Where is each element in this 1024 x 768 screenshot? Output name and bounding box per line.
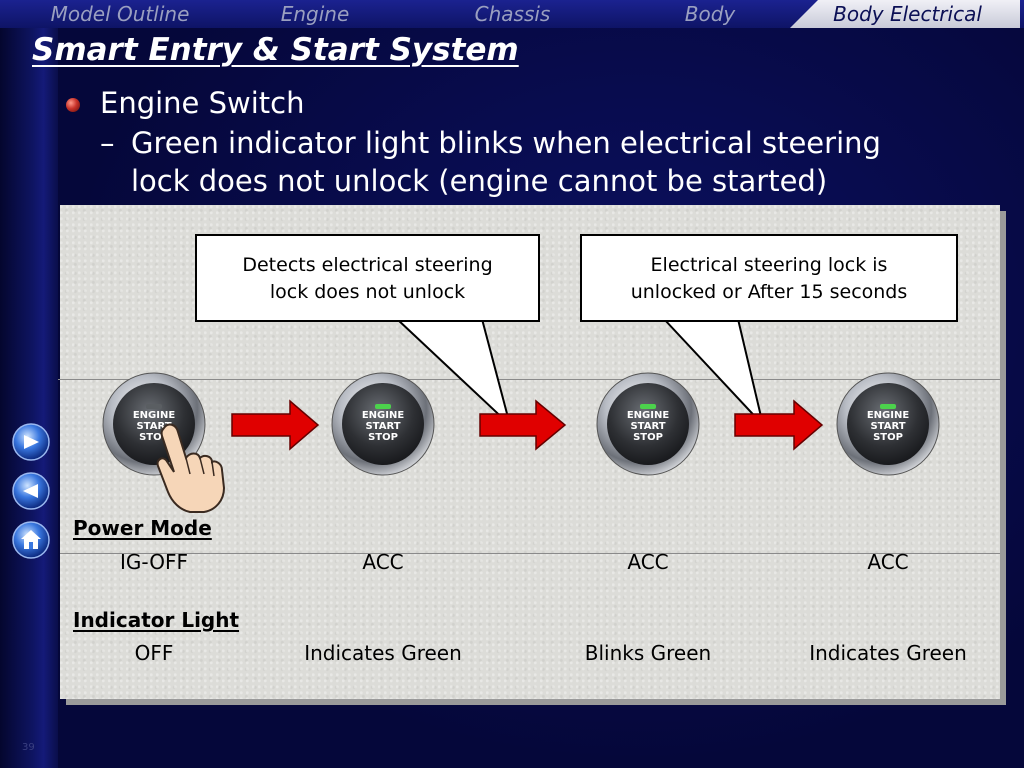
slide-title: Smart Entry & Start System — [32, 32, 519, 68]
indicator-light-value-1: OFF — [134, 641, 174, 665]
button-2-text-engine: ENGINE — [361, 410, 405, 421]
button-1-text-engine: ENGINE — [132, 410, 176, 421]
arrows — [231, 399, 824, 451]
sub-bullet-line-2: lock does not unlock (engine cannot be s… — [131, 164, 828, 198]
callout-left-line-1: Detects electrical steering — [242, 254, 493, 276]
indicator-green-icon — [375, 404, 391, 409]
engine-switch-button-4: ENGINE START STOP — [836, 372, 940, 476]
indicator-light-label: Indicator Light — [73, 608, 240, 632]
power-mode-value-3: ACC — [627, 550, 669, 574]
indicator-light-value-2: Indicates Green — [304, 641, 462, 665]
button-3-text-start: START — [630, 421, 666, 432]
indicator-green-icon — [880, 404, 896, 409]
callout-right-line-1: Electrical steering lock is — [650, 254, 888, 276]
button-2-text-start: START — [365, 421, 401, 432]
callout-right-line-2: unlocked or After 15 seconds — [630, 281, 908, 303]
power-mode-value-1: IG-OFF — [120, 550, 188, 574]
bullet-engine-switch: Engine Switch — [100, 86, 305, 120]
nav-body-electrical[interactable]: Body Electrical — [833, 2, 982, 26]
button-1-text-start: START — [136, 421, 172, 432]
indicator-green-icon — [640, 404, 656, 409]
arrow-right-icon — [734, 399, 824, 451]
power-mode-value-4: ACC — [867, 550, 909, 574]
button-3-text-stop: STOP — [633, 432, 663, 443]
indicator-light-value-3: Blinks Green — [584, 641, 712, 665]
arrow-right-icon — [231, 399, 320, 451]
callout-lock-unlocked: Electrical steering lock is unlocked or … — [580, 234, 958, 322]
callout-detects-lock: Detects electrical steering lock does no… — [195, 234, 540, 322]
indicator-light-value-4: Indicates Green — [809, 641, 967, 665]
callout-left-line-2: lock does not unlock — [269, 281, 466, 303]
nav-model-outline[interactable]: Model Outline — [50, 2, 190, 26]
divider-line-top — [60, 379, 1000, 380]
hand-pointer-icon — [156, 423, 226, 513]
engine-switch-button-2: ENGINE START STOP — [331, 372, 435, 476]
arrow-right-icon — [479, 399, 567, 451]
nav-active-highlight — [790, 0, 1020, 28]
button-3-text-engine: ENGINE — [626, 410, 670, 421]
indicator-off-icon — [146, 404, 162, 409]
previous-slide-icon[interactable] — [12, 472, 50, 510]
button-4-text-stop: STOP — [873, 432, 903, 443]
sub-bullet: – Green indicator light blinks when elec… — [100, 124, 980, 200]
sub-bullet-line-1: Green indicator light blinks when electr… — [131, 126, 881, 160]
bullet-icon — [66, 98, 80, 112]
divider-line-bottom — [60, 553, 1000, 554]
home-icon[interactable] — [12, 521, 50, 559]
power-mode-value-2: ACC — [362, 550, 404, 574]
left-stripe — [0, 0, 58, 768]
nav-chassis[interactable]: Chassis — [474, 2, 551, 26]
button-2-text-stop: STOP — [368, 432, 398, 443]
button-4-text-engine: ENGINE — [866, 410, 910, 421]
button-1-text-stop: STOP — [139, 432, 169, 443]
button-4-text-start: START — [870, 421, 906, 432]
power-mode-label: Power Mode — [73, 516, 212, 540]
nav-engine[interactable]: Engine — [280, 2, 350, 26]
engine-switch-button-3: ENGINE START STOP — [596, 372, 700, 476]
top-nav: Model Outline Engine Chassis Body Body E… — [0, 0, 1024, 28]
sub-bullet-dash: – — [100, 126, 115, 160]
next-slide-icon[interactable] — [12, 423, 50, 461]
page-number: 39 — [22, 742, 35, 753]
nav-body[interactable]: Body — [684, 2, 736, 26]
